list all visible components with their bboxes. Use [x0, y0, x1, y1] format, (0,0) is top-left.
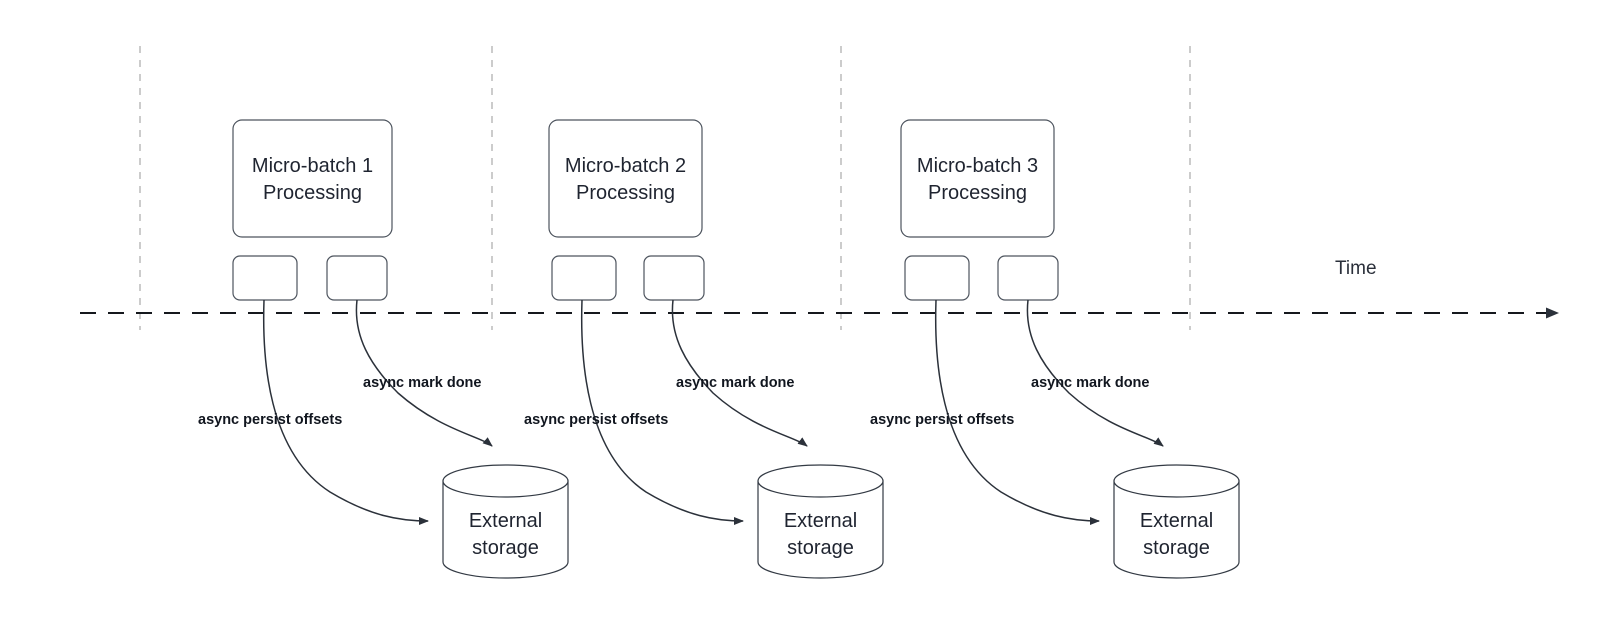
persist-offsets-curve-1	[262, 299, 429, 525]
task-box-3-left[interactable]	[904, 255, 970, 301]
process-box-3[interactable]	[900, 119, 1055, 238]
time-axis-label: Time	[1335, 258, 1377, 279]
time-tick-separators	[139, 46, 1191, 330]
task-box-2-left[interactable]	[551, 255, 617, 301]
external-storage-1-label-line2: storage	[472, 537, 539, 559]
micro-batch-group-3: Micro-batch 3 Processing async persist o…	[870, 119, 1240, 579]
task-box-1-right[interactable]	[326, 255, 388, 301]
external-storage-cylinder-2[interactable]: External storage	[757, 464, 884, 579]
external-storage-1-label-line1: External	[469, 510, 542, 532]
task-box-3-right[interactable]	[997, 255, 1059, 301]
external-storage-2-label-line1: External	[784, 510, 857, 532]
micro-batch-group-2: Micro-batch 2 Processing async persist o…	[524, 119, 884, 579]
persist-offsets-label-1: async persist offsets	[198, 412, 342, 428]
process-box-2-label-line2: Processing	[576, 182, 675, 204]
external-storage-3-label-line2: storage	[1143, 537, 1210, 559]
external-storage-2-label-line2: storage	[787, 537, 854, 559]
process-box-1[interactable]	[232, 119, 393, 238]
process-box-3-label-line2: Processing	[928, 182, 1027, 204]
task-box-2-right[interactable]	[643, 255, 705, 301]
persist-offsets-curve-2	[580, 299, 744, 525]
process-box-3-label-line1: Micro-batch 3	[917, 155, 1038, 177]
external-storage-cylinder-3[interactable]: External storage	[1113, 464, 1240, 579]
mark-done-label-2: async mark done	[676, 375, 794, 391]
external-storage-3-label-line1: External	[1140, 510, 1213, 532]
task-box-1-left[interactable]	[232, 255, 298, 301]
persist-offsets-label-3: async persist offsets	[870, 412, 1014, 428]
process-box-1-label-line2: Processing	[263, 182, 362, 204]
mark-done-curve-1	[355, 299, 493, 447]
mark-done-label-3: async mark done	[1031, 375, 1149, 391]
process-box-2[interactable]	[548, 119, 703, 238]
mark-done-curve-3	[1026, 299, 1164, 447]
process-box-2-label-line1: Micro-batch 2	[565, 155, 686, 177]
external-storage-cylinder-1[interactable]: External storage	[442, 464, 569, 579]
persist-offsets-curve-3	[934, 299, 1100, 525]
mark-done-curve-2	[671, 299, 808, 447]
process-box-1-label-line1: Micro-batch 1	[252, 155, 373, 177]
persist-offsets-label-2: async persist offsets	[524, 412, 668, 428]
mark-done-label-1: async mark done	[363, 375, 481, 391]
micro-batch-group-1: Micro-batch 1 Processing async persist o…	[198, 119, 569, 579]
